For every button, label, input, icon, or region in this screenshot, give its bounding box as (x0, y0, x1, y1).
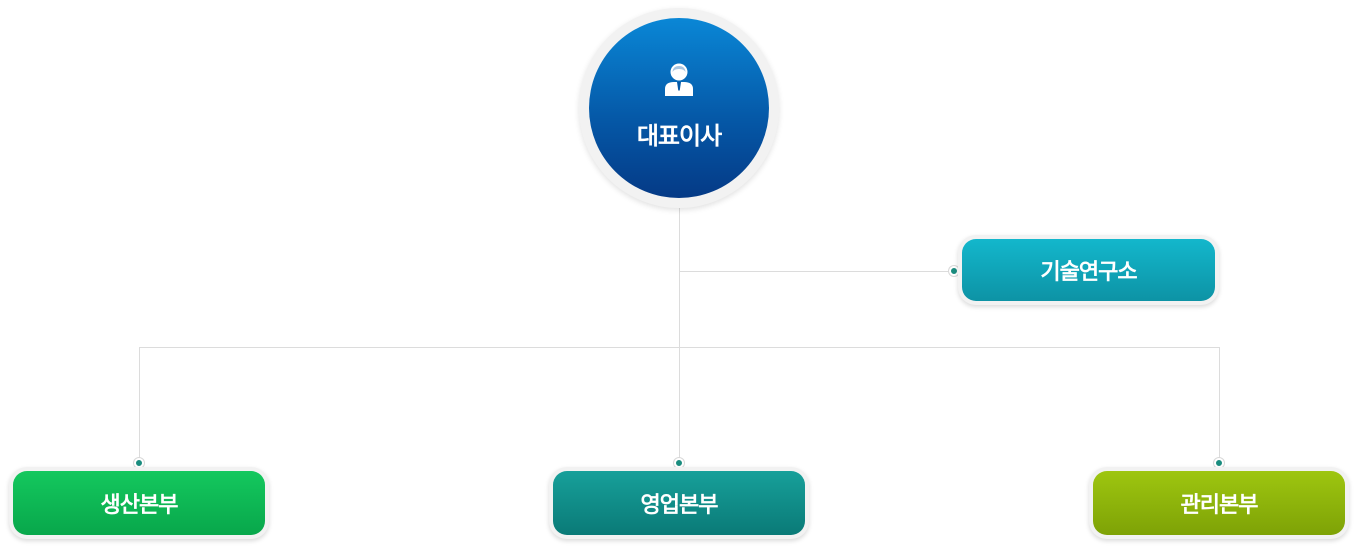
connector-production-drop (139, 347, 140, 462)
management-division-label: 관리본부 (1180, 493, 1259, 518)
production-division-node: 생산본부 (9, 467, 269, 539)
management-division-node: 관리본부 (1089, 467, 1349, 539)
ceo-label: 대표이사 (636, 122, 722, 150)
sales-division-label: 영업본부 (640, 493, 719, 518)
sales-division-node: 영업본부 (549, 467, 809, 539)
person-icon (665, 63, 693, 96)
rnd-node: 기술연구소 (958, 235, 1219, 305)
connector-division-bus (139, 347, 1220, 348)
production-division-box: 생산본부 (13, 471, 265, 535)
connector-management-drop (1219, 347, 1220, 462)
rnd-label: 기술연구소 (1040, 260, 1137, 285)
management-division-box: 관리본부 (1093, 471, 1345, 535)
production-division-label: 생산본부 (100, 493, 179, 518)
sales-division-box: 영업본부 (553, 471, 805, 535)
connector-rnd-branch (679, 271, 955, 272)
ceo-node: 대표이사 (579, 8, 779, 208)
rnd-box: 기술연구소 (962, 239, 1215, 301)
ceo-circle: 대표이사 (589, 18, 769, 198)
connector-ceo-trunk (679, 208, 680, 462)
